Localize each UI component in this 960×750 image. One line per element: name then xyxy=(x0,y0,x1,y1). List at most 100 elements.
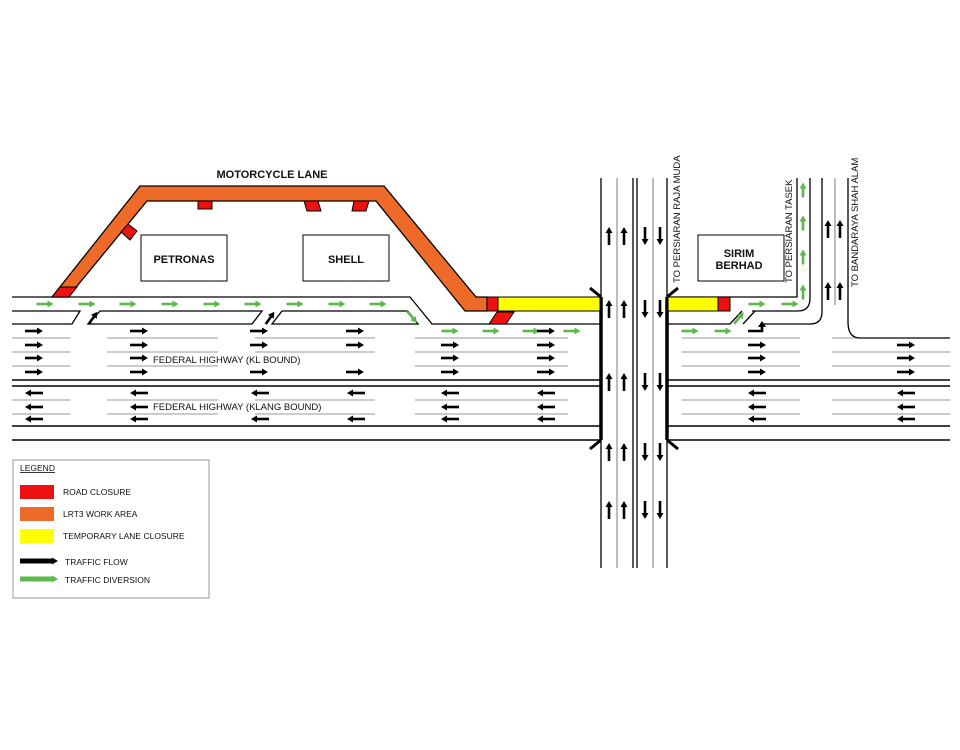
traffic-flow-arrow xyxy=(25,354,43,362)
traffic-flow-arrow xyxy=(897,389,915,397)
traffic-flow-arrow xyxy=(897,403,915,411)
petronas-building xyxy=(140,234,228,282)
traffic-diversion-arrow xyxy=(482,327,500,335)
traffic-flow-arrow xyxy=(25,368,43,376)
traffic-flow-arrow xyxy=(537,415,555,423)
traffic-diversion-arrow xyxy=(681,327,699,335)
legend-swatch-lrt3-work-area xyxy=(20,507,54,521)
traffic-diversion-arrow xyxy=(781,300,799,308)
legend-label-temporary-lane-closure: TEMPORARY LANE CLOSURE xyxy=(63,531,185,541)
temporary-lane-closure-right xyxy=(667,296,719,312)
traffic-diversion-arrow xyxy=(799,249,807,265)
traffic-flow-arrow xyxy=(25,389,43,397)
traffic-flow-arrow xyxy=(130,415,148,423)
traffic-flow-arrow xyxy=(748,368,766,376)
traffic-flow-arrow xyxy=(347,389,365,397)
traffic-diversion-arrow xyxy=(799,182,807,198)
traffic-flow-arrow xyxy=(641,443,649,461)
traffic-flow-arrow xyxy=(605,227,613,245)
traffic-flow-arrow xyxy=(748,415,766,423)
turn-arrow xyxy=(748,326,764,333)
traffic-diversion-arrow xyxy=(748,300,766,308)
traffic-diversion-arrow xyxy=(369,300,387,308)
shell-label: SHELL xyxy=(328,254,364,266)
traffic-flow-arrow xyxy=(605,501,613,519)
traffic-flow-arrow xyxy=(537,341,555,349)
traffic-flow-arrow xyxy=(25,415,43,423)
traffic-flow-arrow xyxy=(441,403,459,411)
traffic-flow-arrow xyxy=(441,341,459,349)
traffic-diversion-arrow xyxy=(328,300,346,308)
traffic-diversion-arrow xyxy=(522,327,540,335)
traffic-diversion-arrow xyxy=(441,327,459,335)
traffic-flow-arrow xyxy=(130,354,148,362)
traffic-flow-arrow xyxy=(748,389,766,397)
traffic-diversion-arrow xyxy=(406,310,417,323)
traffic-flow-arrow xyxy=(641,501,649,519)
tasek-label: TO PERSIARAN TASEK xyxy=(784,179,795,283)
traffic-flow-arrow xyxy=(347,415,365,423)
traffic-flow-arrow xyxy=(748,354,766,362)
lrt3-work-area xyxy=(50,185,488,312)
road-lines xyxy=(12,178,950,568)
traffic-flow-arrow xyxy=(537,327,555,335)
traffic-flow-arrow xyxy=(897,341,915,349)
traffic-flow-arrow xyxy=(656,501,664,519)
traffic-flow-arrow xyxy=(130,403,148,411)
traffic-flow-arrow xyxy=(748,403,766,411)
traffic-flow-arrow xyxy=(656,227,664,245)
traffic-flow-arrow xyxy=(346,368,364,376)
legend-label-traffic-diversion: TRAFFIC DIVERSION xyxy=(65,575,150,585)
traffic-flow-arrow xyxy=(836,220,844,238)
traffic-flow-arrow xyxy=(641,227,649,245)
traffic-flow-arrow xyxy=(748,341,766,349)
traffic-flow-arrow xyxy=(130,341,148,349)
traffic-flow-arrow xyxy=(620,300,628,318)
traffic-flow-arrow xyxy=(641,300,649,318)
traffic-diversion-arrow xyxy=(78,300,96,308)
traffic-flow-arrow xyxy=(130,368,148,376)
legend-swatch-road-closure xyxy=(20,485,54,499)
traffic-flow-arrow xyxy=(641,373,649,391)
traffic-flow-arrow xyxy=(130,389,148,397)
traffic-flow-arrow xyxy=(130,327,148,335)
traffic-diversion-arrow xyxy=(36,300,54,308)
traffic-flow-arrow xyxy=(441,354,459,362)
traffic-diversion-arrow xyxy=(161,300,179,308)
turn-arrow-head xyxy=(758,321,766,327)
traffic-flow-arrow xyxy=(537,403,555,411)
sirim-berhad-building xyxy=(697,234,785,282)
traffic-flow-arrow xyxy=(537,389,555,397)
traffic-flow-arrow xyxy=(824,220,832,238)
traffic-flow-arrow xyxy=(25,341,43,349)
traffic-flow-arrow xyxy=(656,443,664,461)
legend-label-road-closure: ROAD CLOSURE xyxy=(63,487,131,497)
island-2 xyxy=(270,310,420,325)
temporary-lane-closure-left xyxy=(497,296,601,312)
traffic-diversion-arrow xyxy=(244,300,262,308)
klang-bound-label: FEDERAL HIGHWAY (KLANG BOUND) xyxy=(153,402,321,413)
traffic-flow-arrow xyxy=(346,327,364,335)
traffic-diversion-arrow xyxy=(799,284,807,300)
shell-building xyxy=(302,234,390,282)
traffic-flow-arrow xyxy=(264,311,275,325)
traffic-diversion-arrow xyxy=(119,300,137,308)
traffic-flow-arrow xyxy=(605,300,613,318)
traffic-flow-arrow xyxy=(87,311,98,325)
traffic-flow-arrow xyxy=(25,403,43,411)
traffic-diversion-arrow xyxy=(203,300,221,308)
traffic-flow-arrow xyxy=(537,368,555,376)
traffic-flow-arrow xyxy=(824,282,832,300)
traffic-flow-arrow xyxy=(441,389,459,397)
traffic-flow-arrow xyxy=(620,227,628,245)
traffic-diversion-arrow xyxy=(286,300,304,308)
shah-alam-label: TO BANDARAYA SHAH ALAM xyxy=(850,158,861,287)
traffic-flow-arrow xyxy=(656,373,664,391)
traffic-flow-arrow xyxy=(605,373,613,391)
motorcycle-lane-title: MOTORCYCLE LANE xyxy=(216,169,327,181)
legend-label-traffic-flow: TRAFFIC FLOW xyxy=(65,557,128,567)
traffic-flow-arrow xyxy=(251,415,269,423)
traffic-flow-arrow xyxy=(441,415,459,423)
traffic-flow-arrow xyxy=(897,368,915,376)
legend-title: LEGEND xyxy=(20,463,55,473)
